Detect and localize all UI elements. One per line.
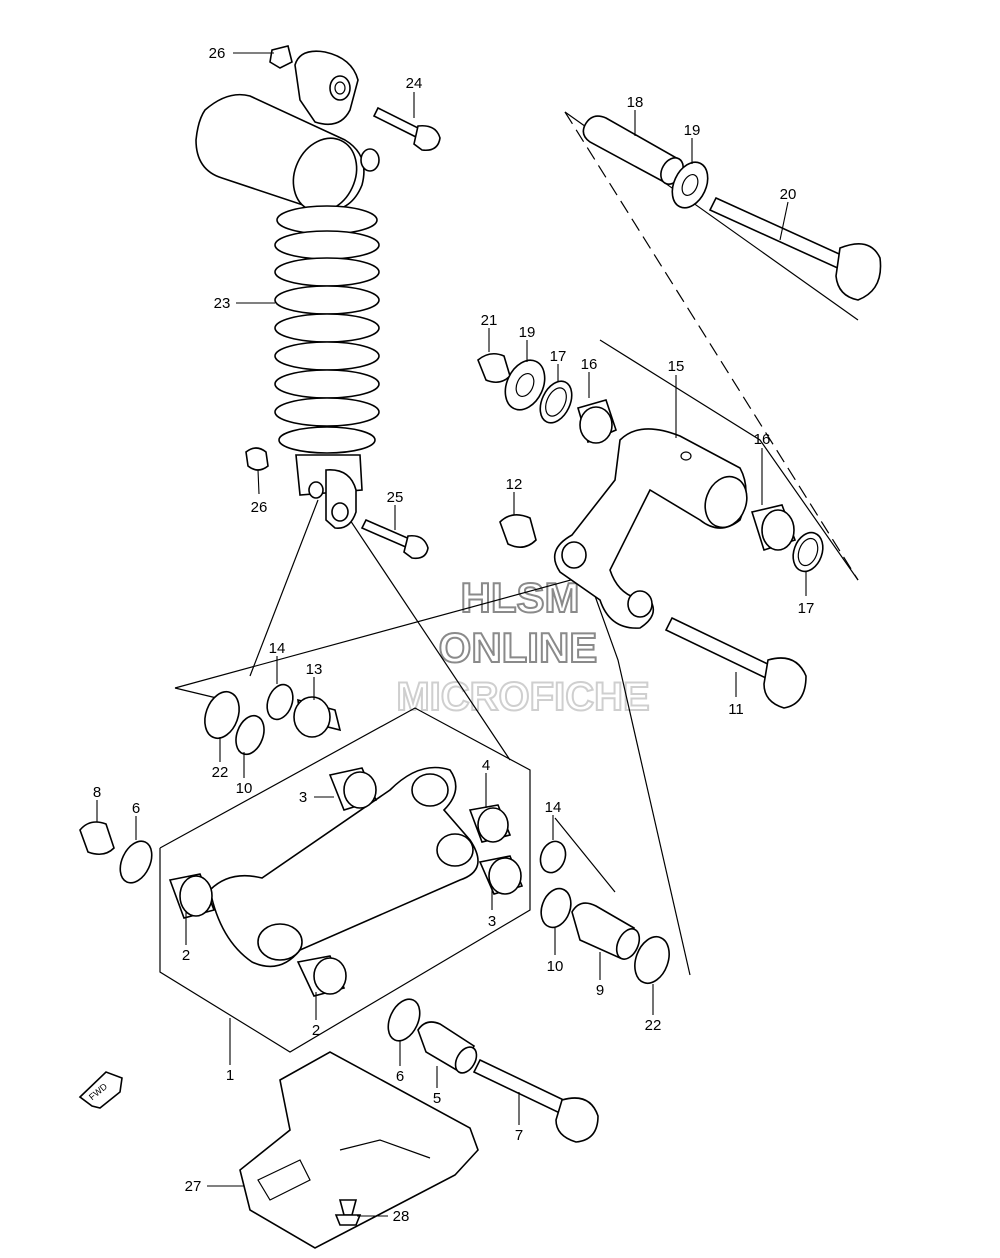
part-3-bearing-b bbox=[478, 855, 524, 895]
part-3-bearing-a bbox=[328, 767, 378, 811]
part-6-washer-right bbox=[387, 998, 421, 1042]
label-part-3-a: 3 bbox=[299, 789, 307, 806]
part-8-nut bbox=[79, 821, 115, 856]
label-part-10-a: 10 bbox=[236, 780, 253, 797]
part-2-bearing-a bbox=[168, 873, 216, 919]
part-6-washer-left bbox=[119, 840, 153, 884]
part-12-nut bbox=[499, 514, 537, 548]
label-part-19-b: 19 bbox=[519, 324, 536, 341]
label-part-13: 13 bbox=[306, 661, 323, 678]
label-part-20: 20 bbox=[780, 186, 797, 203]
part-labels: 26 24 23 26 25 18 19 20 21 19 17 16 15 1… bbox=[93, 45, 815, 1225]
part-25-bolt bbox=[360, 518, 429, 560]
part-4-bearing bbox=[468, 804, 512, 843]
label-part-14-a: 14 bbox=[269, 640, 286, 657]
label-part-11: 11 bbox=[728, 701, 744, 718]
part-16-bearing-right bbox=[750, 504, 797, 552]
label-part-18: 18 bbox=[627, 94, 644, 111]
label-part-16-b: 16 bbox=[754, 431, 771, 448]
label-part-26-b: 26 bbox=[251, 499, 268, 516]
part-9-collar bbox=[571, 902, 641, 960]
label-part-15: 15 bbox=[668, 358, 685, 375]
label-part-2-a: 2 bbox=[182, 947, 190, 964]
part-19-washer bbox=[504, 359, 546, 411]
label-part-17-b: 17 bbox=[798, 600, 815, 617]
part-5-collar bbox=[417, 1021, 478, 1074]
rear-shock-absorber bbox=[195, 50, 380, 529]
watermark-line2: ONLINE bbox=[439, 624, 598, 671]
label-part-12: 12 bbox=[506, 476, 523, 493]
part-17-seal bbox=[539, 380, 573, 424]
part-14-seal-right bbox=[539, 840, 567, 874]
label-part-4: 4 bbox=[482, 757, 490, 774]
label-part-21: 21 bbox=[481, 312, 498, 329]
part-26-nut-lower bbox=[245, 447, 269, 471]
watermark-line3: MICROFICHE bbox=[396, 675, 649, 719]
part-14-seal-left bbox=[266, 683, 294, 721]
part-17-seal-right bbox=[792, 531, 824, 573]
leader-lines bbox=[96, 52, 807, 1217]
label-part-24: 24 bbox=[406, 75, 423, 92]
part-2-bearing-b bbox=[296, 955, 347, 997]
part-22-washer-left bbox=[204, 690, 240, 740]
label-part-25: 25 bbox=[387, 489, 404, 506]
part-10-seal-right bbox=[540, 887, 572, 929]
label-part-10-b: 10 bbox=[547, 958, 564, 975]
label-part-19-a: 19 bbox=[684, 122, 701, 139]
part-15-relay-arm bbox=[553, 428, 748, 629]
label-part-6-a: 6 bbox=[132, 800, 140, 817]
label-part-8: 8 bbox=[93, 784, 101, 801]
spring-coils bbox=[274, 205, 380, 454]
part-13-collar bbox=[293, 696, 342, 738]
part-7-bolt bbox=[472, 1058, 599, 1143]
label-part-27: 27 bbox=[185, 1178, 202, 1195]
part-16-bearing bbox=[577, 399, 617, 444]
part-20-bolt bbox=[708, 196, 882, 301]
part-27-cover bbox=[239, 1051, 479, 1249]
part-10-seal-left bbox=[235, 714, 265, 756]
label-part-14-b: 14 bbox=[545, 799, 562, 816]
part-19-washer-top bbox=[671, 161, 709, 209]
part-21-nut bbox=[477, 352, 511, 384]
label-part-3-b: 3 bbox=[488, 913, 496, 930]
part-24-bolt bbox=[372, 106, 441, 152]
part-26-nut-top bbox=[269, 45, 293, 69]
label-part-5: 5 bbox=[433, 1090, 441, 1107]
label-part-1: 1 bbox=[226, 1067, 234, 1084]
label-part-17-a: 17 bbox=[550, 348, 567, 365]
part-22-washer-right bbox=[634, 935, 670, 985]
label-part-23: 23 bbox=[214, 295, 231, 312]
label-part-9: 9 bbox=[596, 982, 604, 999]
watermark: HLSM ONLINE MICROFICHE bbox=[395, 573, 650, 720]
label-part-26-a: 26 bbox=[209, 45, 226, 62]
label-part-28: 28 bbox=[393, 1208, 410, 1225]
fwd-arrow-icon: FWD bbox=[78, 1071, 123, 1109]
part-1-link bbox=[209, 766, 479, 968]
label-part-6-b: 6 bbox=[396, 1068, 404, 1085]
label-part-22-a: 22 bbox=[212, 764, 229, 781]
part-28-screw bbox=[334, 1199, 362, 1226]
part-11-bolt bbox=[664, 616, 807, 709]
label-part-7: 7 bbox=[515, 1127, 523, 1144]
watermark-line1: HLSM bbox=[461, 574, 580, 621]
label-part-16-a: 16 bbox=[581, 356, 598, 373]
label-part-2-b: 2 bbox=[312, 1022, 320, 1039]
label-part-22-b: 22 bbox=[645, 1017, 662, 1034]
